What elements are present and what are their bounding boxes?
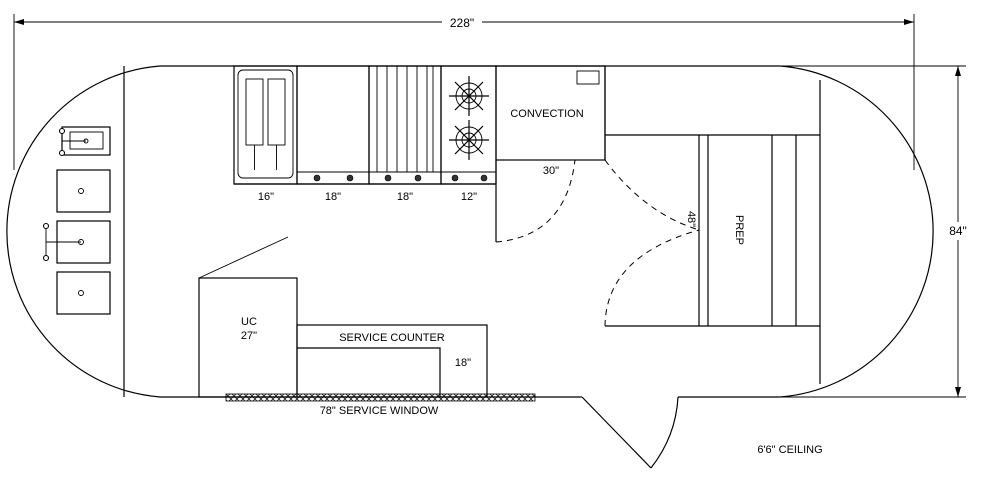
service-counter-depth-label: 18" — [455, 357, 471, 369]
convection-width-label: 30" — [543, 165, 559, 177]
fryer — [233, 65, 298, 185]
fryer-width-label: 16" — [258, 191, 274, 203]
ceiling-height-label: 6'6" CEILING — [757, 444, 822, 456]
service-window: 78" SERVICE WINDOW — [225, 393, 536, 417]
under-counter-unit: UC 27" — [198, 236, 298, 398]
convection-oven: CONVECTION 30" — [495, 65, 606, 243]
prep-width-label: 48" — [685, 211, 697, 227]
overall-width-dimension: 84" — [780, 65, 974, 398]
two-burner-range — [440, 65, 497, 185]
uc-label: UC — [241, 316, 257, 328]
prep-table: 48" PREP — [604, 66, 820, 327]
charbroiler — [368, 65, 442, 185]
uc-width-label: 27" — [241, 330, 257, 342]
charbroiler-width-label: 18" — [397, 191, 413, 203]
three-compartment-sink — [42, 169, 111, 315]
griddle-width-label: 18" — [325, 191, 341, 203]
overall-length-dimension: 228" — [13, 14, 915, 170]
service-counter: SERVICE COUNTER 18" — [296, 324, 488, 398]
entry-door — [581, 396, 679, 469]
overall-length-label: 228" — [450, 16, 474, 30]
service-window-label: 78" SERVICE WINDOW — [320, 405, 439, 417]
hand-sink — [58, 126, 111, 157]
cook-line-dimensions: 16" 18" 18" 12" — [258, 191, 477, 203]
griddle — [296, 65, 370, 185]
convection-label: CONVECTION — [510, 108, 583, 120]
trailer-outline — [6, 65, 934, 398]
burner-width-label: 12" — [461, 191, 477, 203]
overall-width-label: 84" — [949, 224, 967, 238]
prep-label: PREP — [733, 215, 745, 245]
service-counter-label: SERVICE COUNTER — [339, 332, 445, 344]
